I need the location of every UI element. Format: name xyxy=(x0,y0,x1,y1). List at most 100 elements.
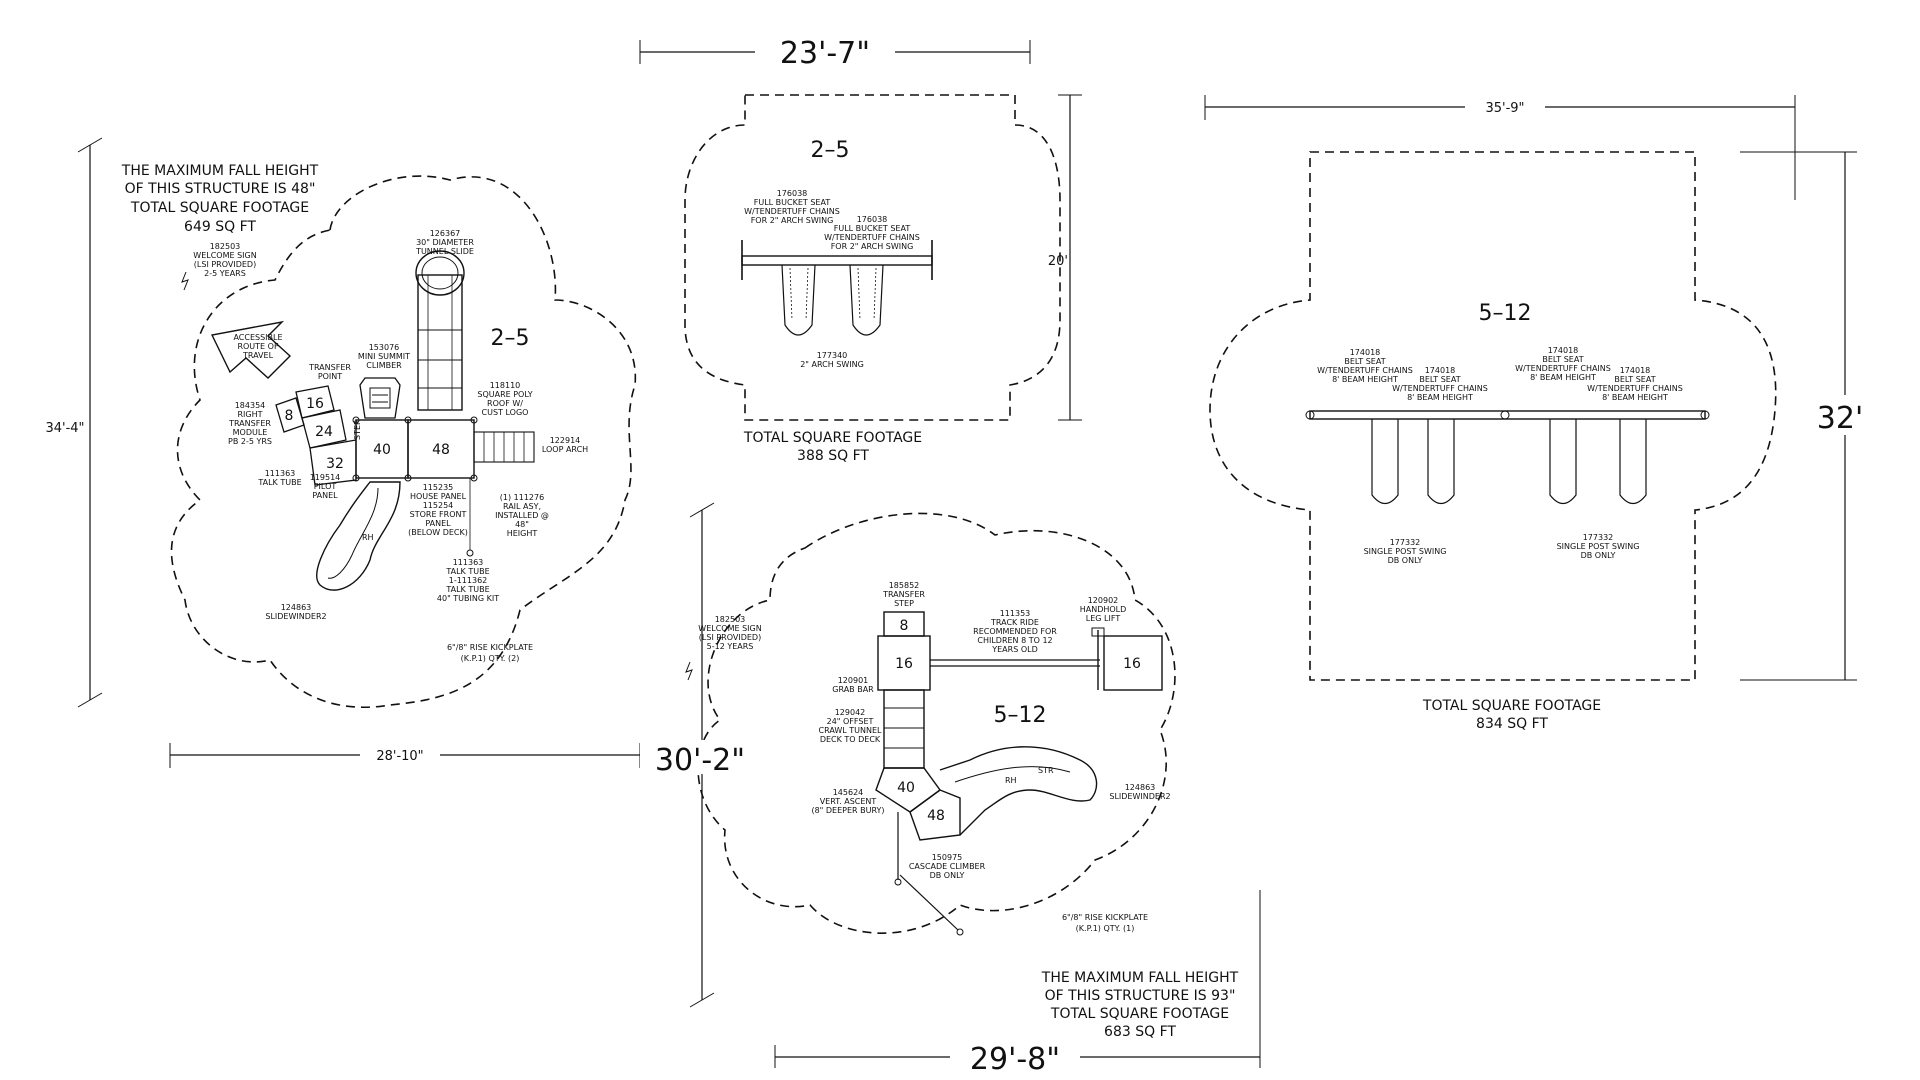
svg-text:TALK TUBE: TALK TUBE xyxy=(445,567,489,576)
note-loop-arch: 122914 LOOP ARCH xyxy=(542,436,588,454)
svg-text:PILOT: PILOT xyxy=(314,482,337,491)
dim-label-23ft: 23'-7" xyxy=(780,36,870,71)
svg-text:HOUSE PANEL: HOUSE PANEL xyxy=(410,492,467,501)
svg-text:CUST LOGO: CUST LOGO xyxy=(482,408,529,417)
svg-text:TRANSFER: TRANSFER xyxy=(308,363,351,372)
svg-text:PANEL: PANEL xyxy=(425,519,451,528)
svg-text:W/TENDERTUFF CHAINS: W/TENDERTUFF CHAINS xyxy=(744,207,840,216)
note-leg-lift: 120902 HANDHOLD LEG LIFT xyxy=(1080,596,1127,623)
dimension-width-23ft: 23'-7" xyxy=(639,32,1031,71)
svg-text:(LSI PROVIDED): (LSI PROVIDED) xyxy=(699,633,761,642)
svg-text:(K.P.1) QTY. (2): (K.P.1) QTY. (2) xyxy=(461,654,520,663)
note-rail: (1) 111276 RAIL ASY, INSTALLED @ 48" HEI… xyxy=(495,493,549,538)
svg-text:118110: 118110 xyxy=(490,381,521,390)
playground-5-12-area: 30'-2" 29'-8" 182503 WELCOME SIGN (LSI P… xyxy=(640,502,1261,1077)
swing-5-12-boundary xyxy=(1209,151,1777,681)
dim-label-32ft: 32' xyxy=(1817,401,1863,436)
crawl-tunnel xyxy=(883,689,925,769)
svg-text:111363: 111363 xyxy=(453,558,484,567)
svg-text:176038: 176038 xyxy=(777,189,808,198)
svg-text:INSTALLED @: INSTALLED @ xyxy=(495,511,549,520)
dimension-height-32ft: 32' xyxy=(1740,151,1865,681)
svg-text:40" TUBING KIT: 40" TUBING KIT xyxy=(437,594,499,603)
note-belt-seat-3: 174018 BELT SEAT W/TENDERTUFF CHAINS 8' … xyxy=(1515,346,1611,382)
svg-text:HANDHOLD: HANDHOLD xyxy=(1080,605,1127,614)
tunnel-slide-structure xyxy=(415,250,465,411)
dimension-width-28ft: 28'-10" xyxy=(169,743,641,768)
svg-text:119514: 119514 xyxy=(310,473,341,482)
svg-text:BELT SEAT: BELT SEAT xyxy=(1542,355,1583,364)
dim-label-30ft: 30'-2" xyxy=(655,743,745,778)
note-single-post-2: 177332 SINGLE POST SWING DB ONLY xyxy=(1557,533,1640,560)
svg-text:120901: 120901 xyxy=(838,676,869,685)
svg-text:124863: 124863 xyxy=(281,603,312,612)
footage-value: 649 SQ FT xyxy=(184,219,256,235)
playground-2-5-boundary xyxy=(170,175,637,709)
svg-text:TOTAL SQUARE FOOTAGE: TOTAL SQUARE FOOTAGE xyxy=(743,430,922,446)
swing-5-12-area: 35'-9" 32' 5–12 174018 BELT SEAT W/TENDE… xyxy=(1204,95,1865,732)
age-label-5-12: 5–12 xyxy=(994,703,1047,728)
loop-arch xyxy=(473,431,535,463)
svg-text:MINI SUMMIT: MINI SUMMIT xyxy=(358,352,410,361)
svg-text:120902: 120902 xyxy=(1088,596,1119,605)
svg-text:FOR 2" ARCH SWING: FOR 2" ARCH SWING xyxy=(751,216,834,225)
svg-text:W/TENDERTUFF CHAINS: W/TENDERTUFF CHAINS xyxy=(1392,384,1488,393)
note-cascade: 150975 CASCADE CLIMBER DB ONLY xyxy=(909,853,986,880)
transfer-decks: 8 16 24 32 xyxy=(275,385,357,486)
note-transfer-step: 185852 TRANSFER STEP xyxy=(882,581,925,608)
note-welcome-sign: 182503 WELCOME SIGN (LSI PROVIDED) 2-5 Y… xyxy=(181,242,257,291)
svg-text:DB ONLY: DB ONLY xyxy=(930,871,965,880)
fall-height-line-1: THE MAXIMUM FALL HEIGHT xyxy=(121,163,319,179)
svg-text:115235: 115235 xyxy=(423,483,454,492)
svg-text:PB 2-5 YRS: PB 2-5 YRS xyxy=(228,437,272,446)
note-kickplate-1: 6"/8" RISE KICKPLATE (K.P.1) QTY. (1) xyxy=(1062,913,1148,933)
step-tag: STEP xyxy=(353,420,362,440)
deck-8-b: 8 xyxy=(900,618,909,634)
svg-text:ROOF W/: ROOF W/ xyxy=(487,399,523,408)
svg-text:(8" DEEPER BURY): (8" DEEPER BURY) xyxy=(811,806,884,815)
svg-text:MODULE: MODULE xyxy=(233,428,268,437)
svg-text:177340: 177340 xyxy=(817,351,848,360)
note-transfer-point: TRANSFER POINT xyxy=(308,363,351,381)
svg-text:SLIDEWINDER2: SLIDEWINDER2 xyxy=(265,612,326,621)
svg-text:STEP: STEP xyxy=(894,599,914,608)
footage-label: TOTAL SQUARE FOOTAGE xyxy=(130,200,309,216)
svg-text:BELT SEAT: BELT SEAT xyxy=(1344,357,1385,366)
svg-text:30" DIAMETER: 30" DIAMETER xyxy=(416,238,474,247)
note-pilot-panel: 119514 PILOT PANEL xyxy=(310,473,341,500)
svg-text:(BELOW DECK): (BELOW DECK) xyxy=(408,528,468,537)
note-talk-tube-left: 111363 TALK TUBE xyxy=(257,469,301,487)
note-crawl-tunnel: 129042 24" OFFSET CRAWL TUNNEL DECK TO D… xyxy=(819,708,883,744)
note-panels: 115235 HOUSE PANEL 115254 STORE FRONT PA… xyxy=(408,483,468,537)
note-belt-seat-4: 174018 BELT SEAT W/TENDERTUFF CHAINS 8' … xyxy=(1587,366,1683,402)
slide-tag-rh-b: RH xyxy=(1005,776,1017,785)
svg-text:185852: 185852 xyxy=(889,581,920,590)
svg-text:W/TENDERTUFF CHAINS: W/TENDERTUFF CHAINS xyxy=(824,233,920,242)
svg-text:124863: 124863 xyxy=(1125,783,1156,792)
svg-text:TALK TUBE: TALK TUBE xyxy=(257,478,301,487)
svg-text:TALK TUBE: TALK TUBE xyxy=(445,585,489,594)
note-sidewinder: 124863 SLIDEWINDER2 xyxy=(265,603,326,621)
svg-text:ROUTE OF: ROUTE OF xyxy=(237,342,278,351)
svg-text:111363: 111363 xyxy=(265,469,296,478)
svg-text:DECK TO DECK: DECK TO DECK xyxy=(820,735,881,744)
svg-text:111353: 111353 xyxy=(1000,609,1031,618)
age-label-swing-5-12: 5–12 xyxy=(1479,301,1532,326)
svg-text:5-12 YEARS: 5-12 YEARS xyxy=(707,642,754,651)
svg-text:TRANSFER: TRANSFER xyxy=(882,590,925,599)
main-decks: 40 48 STEP xyxy=(352,416,478,482)
svg-text:182503: 182503 xyxy=(210,242,241,251)
svg-text:LEG LIFT: LEG LIFT xyxy=(1086,614,1121,623)
dimension-height-20ft: 20' xyxy=(1048,94,1082,421)
svg-text:145624: 145624 xyxy=(833,788,864,797)
svg-text:DB ONLY: DB ONLY xyxy=(1581,551,1616,560)
dimension-height-30ft: 30'-2" xyxy=(640,502,760,1008)
svg-text:DB ONLY: DB ONLY xyxy=(1388,556,1423,565)
svg-text:TUNNEL SLIDE: TUNNEL SLIDE xyxy=(415,247,474,256)
deck-16: 16 xyxy=(306,396,324,412)
svg-text:8' BEAM HEIGHT: 8' BEAM HEIGHT xyxy=(1407,393,1473,402)
svg-text:SINGLE POST SWING: SINGLE POST SWING xyxy=(1557,542,1640,551)
svg-text:(1) 111276: (1) 111276 xyxy=(500,493,544,502)
svg-text:PANEL: PANEL xyxy=(312,491,338,500)
note-track-ride: 111353 TRACK RIDE RECOMMENDED FOR CHILDR… xyxy=(973,609,1057,654)
